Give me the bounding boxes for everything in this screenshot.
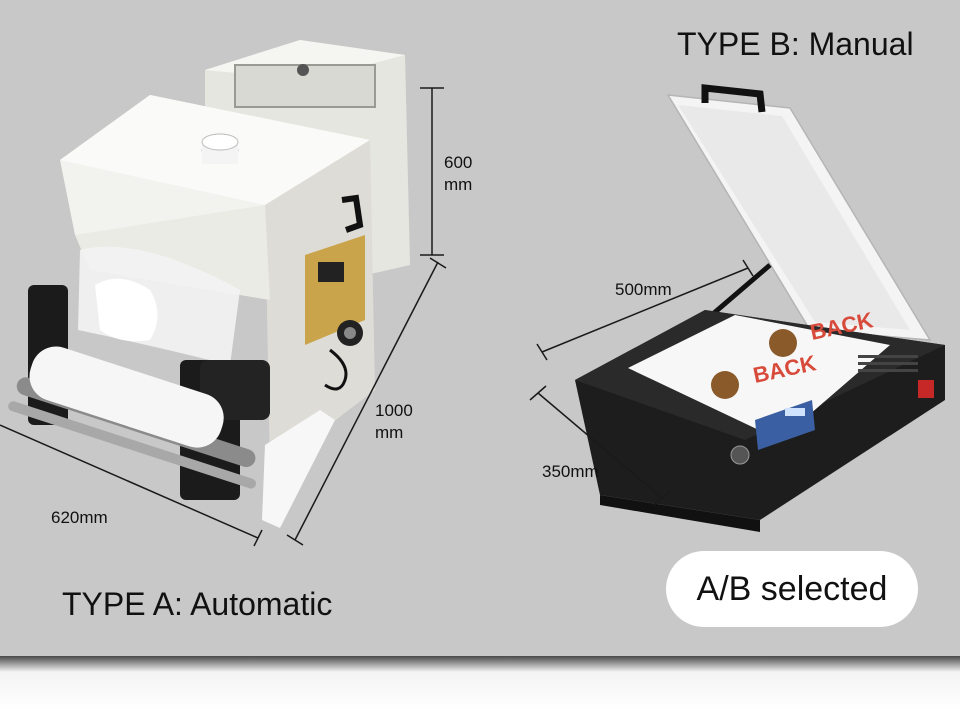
panel-shadow xyxy=(0,656,960,712)
selection-badge-label: A/B selected xyxy=(696,569,888,608)
height-unit: mm xyxy=(444,175,473,194)
automatic-machine xyxy=(8,40,410,528)
height-dimension: 600 mm xyxy=(444,152,472,196)
type-a-label: TYPE A: Automatic xyxy=(62,586,333,622)
type-b-label: TYPE B: Manual xyxy=(677,26,914,62)
height-value: 600 xyxy=(444,153,473,172)
length-dimension-b: 500mm xyxy=(615,280,672,299)
width-dimension-b: 350mm xyxy=(542,462,599,481)
width-dimension-a: 620mm xyxy=(51,508,108,527)
product-illustration: BACK BACK xyxy=(0,40,945,547)
depth-value: 1000 xyxy=(375,401,413,420)
depth-unit: mm xyxy=(375,423,404,442)
manual-press: BACK BACK xyxy=(575,84,945,532)
selection-badge: A/B selected xyxy=(666,551,918,627)
dimension-lines-b xyxy=(529,259,754,506)
dimension-lines-a xyxy=(0,87,447,547)
depth-dimension: 1000 mm xyxy=(375,400,413,444)
